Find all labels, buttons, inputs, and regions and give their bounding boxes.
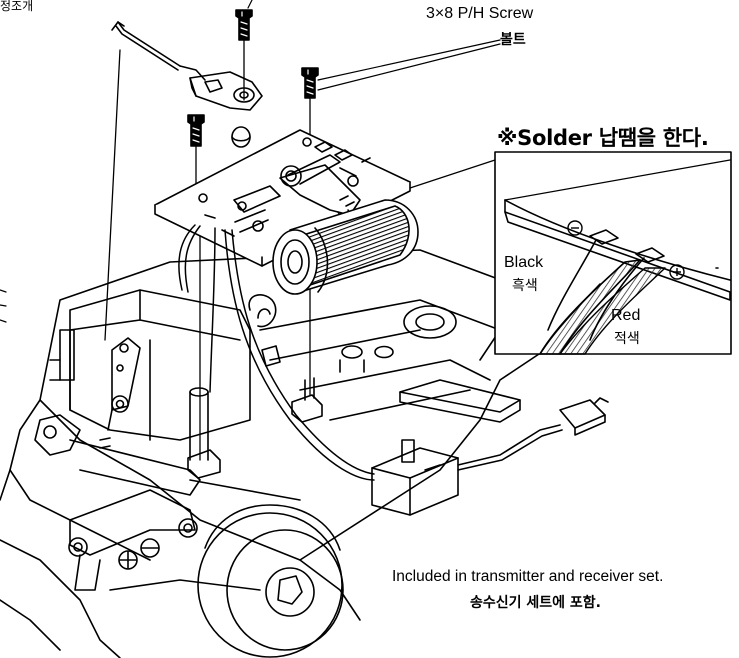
motor: [272, 199, 419, 295]
included-note-korean: 송수신기 세트에 포함.: [470, 595, 601, 611]
motor-wires: [178, 224, 375, 481]
screw-leader-lines: [247, 0, 501, 91]
connector-plug: [559, 397, 609, 436]
motor-bracket: [248, 294, 281, 367]
screw-highlights: [192, 11, 314, 143]
ball-link: [189, 71, 263, 111]
linkage-rod: [111, 21, 206, 81]
black-wire-korean-label: 흑색: [512, 278, 538, 294]
margin-marks: [0, 289, 7, 323]
power-switch: [371, 424, 563, 516]
screw-spec-label: 3×8 P/H Screw: [426, 5, 534, 22]
red-wire-label: Red: [611, 307, 641, 324]
receiver-pad: [399, 379, 521, 423]
front-suspension: [34, 414, 301, 591]
controller-plate-details: [198, 137, 371, 237]
black-wire-label: Black: [504, 254, 544, 271]
inset-leader-line: [409, 159, 496, 189]
top-left-fragment: 정조개: [0, 0, 34, 13]
screw-left: [187, 114, 205, 147]
servo-block: [49, 289, 251, 441]
polarity-symbols: [567, 220, 685, 280]
chassis-plate: [0, 249, 561, 658]
red-wire-korean-label: 적색: [614, 331, 640, 347]
screw-spec-korean-label: 볼트: [500, 32, 526, 48]
front-wheel: [197, 504, 344, 658]
screw-top: [235, 9, 253, 41]
screw-right: [301, 67, 319, 99]
included-note: Included in transmitter and receiver set…: [392, 568, 664, 585]
solder-note: ※Solder 납땜을 한다.: [497, 126, 709, 150]
solder-inset: [494, 151, 732, 355]
ball-spacer: [231, 126, 251, 148]
servo-horn: [107, 337, 141, 431]
mount-posts: [187, 377, 323, 479]
